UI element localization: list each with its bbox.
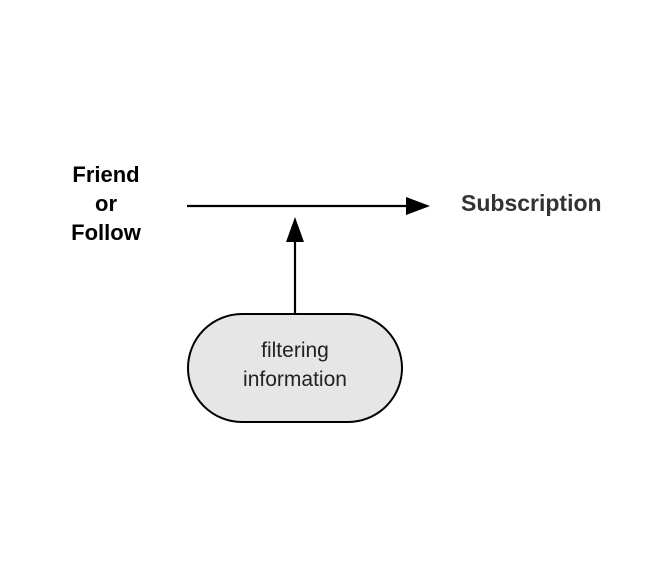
source-label-line-2: or [95, 191, 117, 216]
filter-node-label: filtering information [188, 336, 402, 394]
source-label-line-3: Follow [71, 220, 141, 245]
filter-node-shape [187, 313, 403, 423]
main-arrow-head [406, 197, 430, 215]
target-label-subscription: Subscription [461, 190, 602, 216]
source-label-friend-or-follow: Friend or Follow [46, 160, 166, 247]
filter-node-label-line-2: information [243, 368, 347, 391]
filter-arrow-head [286, 217, 304, 242]
source-label-line-1: Friend [72, 162, 140, 187]
filter-node-label-line-1: filtering [261, 339, 329, 362]
